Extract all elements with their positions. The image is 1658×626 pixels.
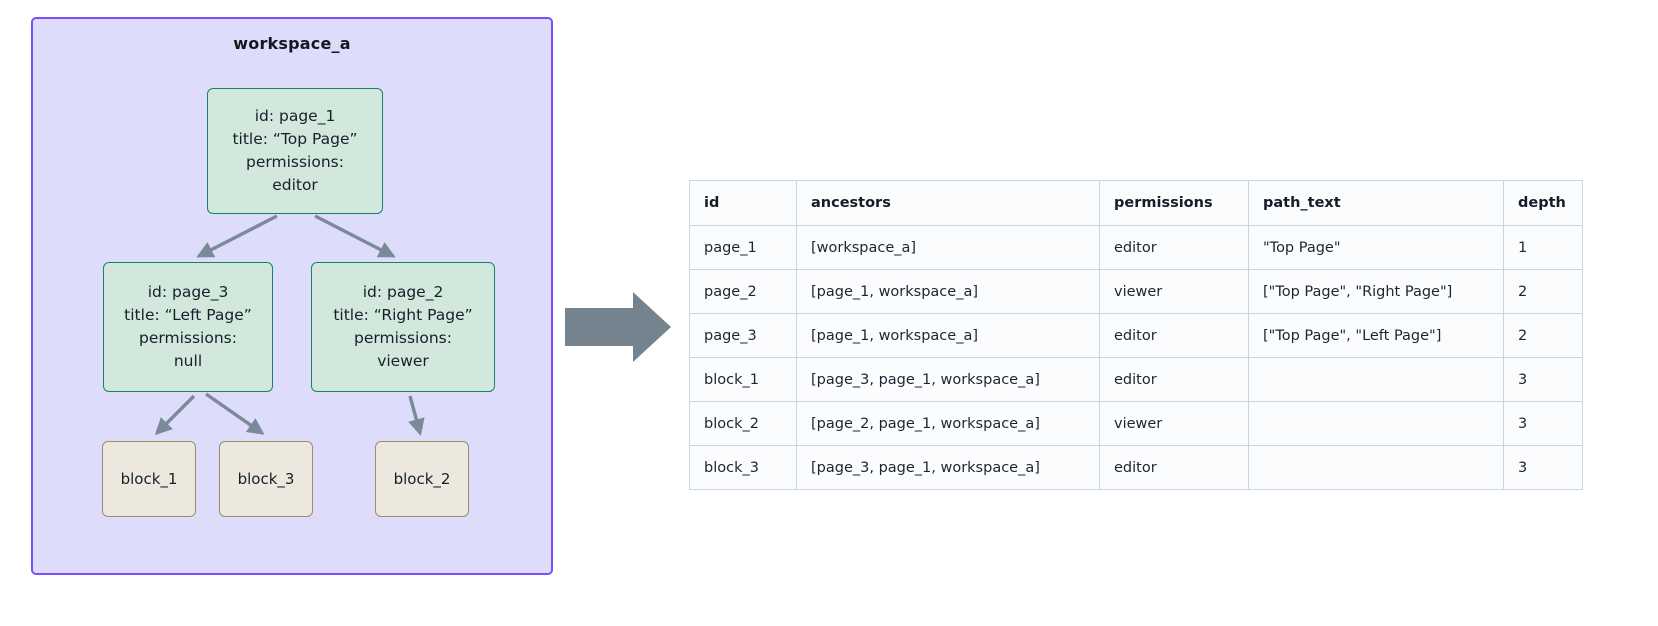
node-block-1[interactable]: block_1 [102, 441, 196, 517]
cell-id: page_2 [689, 269, 797, 314]
node-page-3-line-id: id: page_3 [147, 282, 229, 301]
cell-depth: 1 [1503, 225, 1583, 270]
node-page-1-line-permissions-label: permissions: [246, 153, 344, 171]
column-header-ancestors[interactable]: ancestors [796, 180, 1100, 226]
cell-depth: 2 [1503, 269, 1583, 314]
column-header-depth[interactable]: depth [1503, 180, 1583, 226]
cell-id: block_1 [689, 357, 797, 402]
workspace-title: workspace_a [233, 34, 351, 53]
node-page-1-line-id: id: page_1 [254, 106, 336, 125]
cell-ancestors: [page_3, page_1, workspace_a] [796, 357, 1100, 402]
cell-permissions: editor [1099, 357, 1249, 402]
column-header-permissions[interactable]: permissions [1099, 180, 1249, 226]
cell-permissions: editor [1099, 313, 1249, 358]
right-block-arrow-icon [565, 292, 671, 362]
cell-id: page_1 [689, 225, 797, 270]
cell-path-text: ["Top Page", "Right Page"] [1248, 269, 1504, 314]
cell-permissions: viewer [1099, 401, 1249, 446]
cell-ancestors: [page_1, workspace_a] [796, 269, 1100, 314]
node-page-2-line-title: title: “Right Page” [333, 305, 473, 324]
cell-permissions: editor [1099, 225, 1249, 270]
node-page-3-line-title: title: “Left Page” [124, 305, 252, 324]
table-row[interactable]: block_3 [page_3, page_1, workspace_a] ed… [689, 445, 1583, 490]
node-page-1-line-title: title: “Top Page” [232, 129, 358, 148]
node-page-3[interactable]: id: page_3 title: “Left Page” permission… [103, 262, 273, 392]
cell-id: block_2 [689, 401, 797, 446]
result-table: id ancestors permissions path_text depth… [689, 180, 1583, 490]
node-block-1-label: block_1 [120, 470, 178, 488]
node-page-3-line-permissions-value: null [173, 352, 203, 371]
cell-depth: 3 [1503, 357, 1583, 402]
node-block-2[interactable]: block_2 [375, 441, 469, 517]
node-block-3[interactable]: block_3 [219, 441, 313, 517]
cell-ancestors: [page_1, workspace_a] [796, 313, 1100, 358]
cell-path-text: ["Top Page", "Left Page"] [1248, 313, 1504, 358]
cell-ancestors: [page_2, page_1, workspace_a] [796, 401, 1100, 446]
column-header-id[interactable]: id [689, 180, 797, 226]
table-row[interactable]: block_2 [page_2, page_1, workspace_a] vi… [689, 401, 1583, 446]
node-page-1[interactable]: id: page_1 title: “Top Page” permissions… [207, 88, 383, 214]
cell-permissions: viewer [1099, 269, 1249, 314]
cell-id: block_3 [689, 445, 797, 490]
node-block-2-label: block_2 [393, 470, 451, 488]
cell-path-text [1248, 401, 1504, 446]
table-row[interactable]: page_1 [workspace_a] editor "Top Page" 1 [689, 225, 1583, 270]
node-page-3-line-permissions-label: permissions: [139, 329, 237, 347]
node-page-2[interactable]: id: page_2 title: “Right Page” permissio… [311, 262, 495, 392]
node-block-3-label: block_3 [237, 470, 295, 488]
cell-depth: 2 [1503, 313, 1583, 358]
column-header-path-text[interactable]: path_text [1248, 180, 1504, 226]
node-page-2-line-permissions-value: viewer [377, 352, 429, 371]
node-page-1-line-permissions-value: editor [272, 176, 318, 195]
cell-path-text: "Top Page" [1248, 225, 1504, 270]
cell-path-text [1248, 445, 1504, 490]
cell-depth: 3 [1503, 445, 1583, 490]
table-row[interactable]: block_1 [page_3, page_1, workspace_a] ed… [689, 357, 1583, 402]
cell-ancestors: [workspace_a] [796, 225, 1100, 270]
cell-depth: 3 [1503, 401, 1583, 446]
table-row[interactable]: page_3 [page_1, workspace_a] editor ["To… [689, 313, 1583, 358]
cell-permissions: editor [1099, 445, 1249, 490]
node-page-2-line-permissions-label: permissions: [354, 329, 452, 347]
table-row[interactable]: page_2 [page_1, workspace_a] viewer ["To… [689, 269, 1583, 314]
cell-path-text [1248, 357, 1504, 402]
node-page-2-line-id: id: page_2 [362, 282, 444, 301]
table-header-row: id ancestors permissions path_text depth [689, 180, 1583, 226]
cell-id: page_3 [689, 313, 797, 358]
cell-ancestors: [page_3, page_1, workspace_a] [796, 445, 1100, 490]
result-table-container: id ancestors permissions path_text depth… [689, 180, 1583, 490]
